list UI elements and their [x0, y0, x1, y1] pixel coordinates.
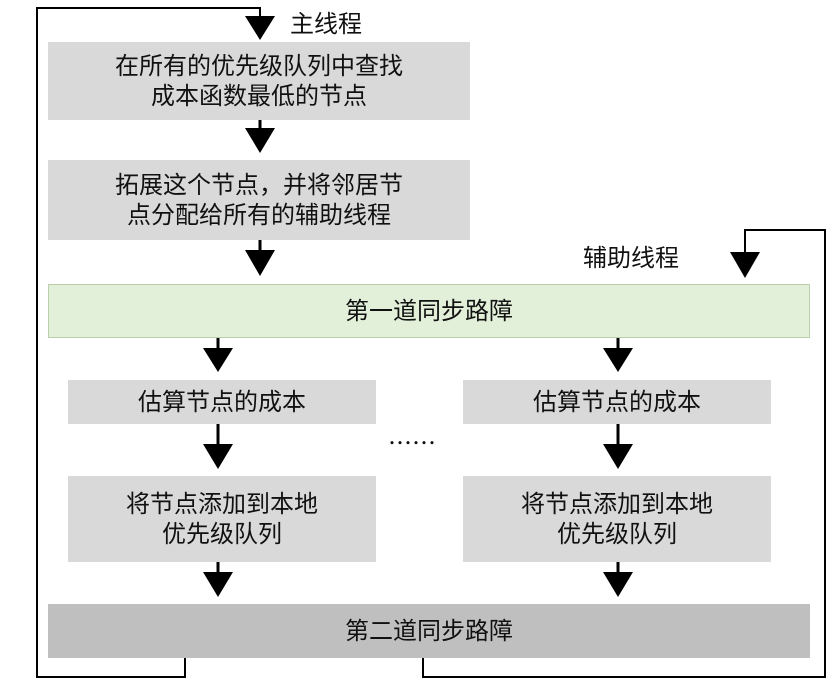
ellipsis: …… [388, 422, 436, 450]
estimate-cost-right: 估算节点的成本 [463, 380, 771, 424]
arrow-into-find [245, 16, 275, 40]
arrow-barrier-to-estimate-left [203, 348, 233, 372]
add-to-local-queue-right: 将节点添加到本地 优先级队列 [463, 476, 771, 562]
main-loop-line [36, 7, 261, 678]
arrow-barrier-to-estimate-right [603, 348, 633, 372]
helper-thread-label: 辅助线程 [583, 244, 679, 272]
arrow-estimate-to-add-right [603, 444, 633, 469]
arrow-add-to-barrier-right [603, 572, 633, 597]
arrow-helper-loop [730, 252, 760, 278]
arrow-expand-to-barrier [245, 250, 275, 276]
first-sync-barrier: 第一道同步路障 [48, 284, 810, 338]
step-expand-node: 拓展这个节点，并将邻居节 点分配给所有的辅助线程 [48, 160, 470, 240]
arrow-add-to-barrier-left [203, 572, 233, 597]
step-find-lowest-cost: 在所有的优先级队列中查找 成本函数最低的节点 [48, 42, 470, 120]
arrow-find-to-expand [245, 128, 275, 153]
estimate-cost-left: 估算节点的成本 [68, 380, 376, 424]
arrow-estimate-to-add-left [203, 444, 233, 469]
second-sync-barrier: 第二道同步路障 [48, 604, 810, 658]
helper-loop-line [422, 229, 826, 678]
main-thread-label: 主线程 [290, 10, 362, 38]
add-to-local-queue-left: 将节点添加到本地 优先级队列 [68, 476, 376, 562]
